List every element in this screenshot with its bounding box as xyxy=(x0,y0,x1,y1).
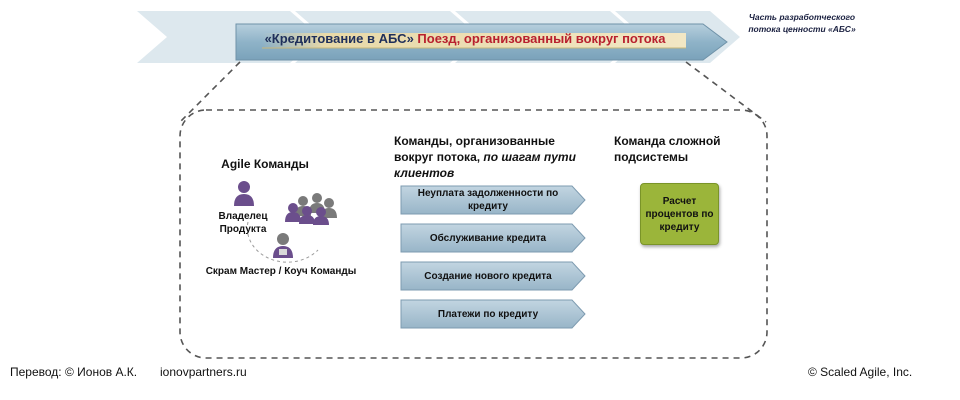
interest-calculation-label: Расчет процентов по кредиту xyxy=(645,195,714,233)
step-arrow-2 xyxy=(400,223,586,253)
website-url: ionovpartners.ru xyxy=(160,365,247,379)
value-stream-note: Часть разработческого потока ценности «А… xyxy=(748,12,856,34)
step-label-1: Неуплата задолженности по кредиту xyxy=(417,188,559,212)
stream-teams-title-italic: по шагам пути клиентов xyxy=(394,150,576,180)
product-owner-label: Владелец Продукта xyxy=(218,211,268,235)
interest-calculation-box: Расчет процентов по кредиту xyxy=(640,183,719,245)
scrum-master-label: Скрам Мастер / Коуч Команды xyxy=(205,266,357,277)
step-label-3: Создание нового кредита xyxy=(424,271,552,282)
stream-teams-title: Команды, организованные вокруг потока, п… xyxy=(394,133,584,181)
step-label-2: Обслуживание кредита xyxy=(429,233,547,244)
train-description: Поезд, организованный вокруг потока xyxy=(417,31,666,46)
stream-teams-title-plain: Команды, организованные вокруг потока, xyxy=(394,134,555,164)
copyright-notice: © Scaled Agile, Inc. xyxy=(808,365,913,379)
train-name: «Кредитование в АБС» xyxy=(264,31,414,46)
zoom-callout xyxy=(179,61,768,359)
step-arrows xyxy=(400,185,586,329)
agile-teams-title: Agile Команды xyxy=(221,157,309,171)
train-title: «Кредитование в АБС» Поезд, организованн… xyxy=(250,31,680,46)
translation-credit: Перевод: © Ионов А.К. xyxy=(10,365,138,379)
step-label-4: Платежи по кредиту xyxy=(437,309,539,320)
team-circle-arc xyxy=(246,221,319,263)
product-owner-icon xyxy=(234,181,254,206)
train-bar xyxy=(235,23,728,61)
complex-subsystem-title: Команда сложной подсистемы xyxy=(614,134,721,164)
step-arrow-1 xyxy=(400,185,586,215)
step-arrow-4 xyxy=(400,299,586,329)
scrum-master-icon xyxy=(273,233,293,258)
step-arrow-3 xyxy=(400,261,586,291)
team-members-icon xyxy=(285,193,337,225)
